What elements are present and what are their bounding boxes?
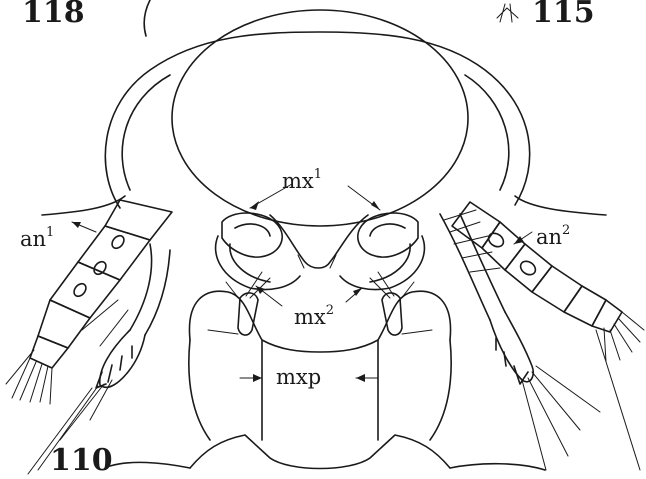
appendage-right: [440, 210, 600, 470]
label-maxilla: mx2: [294, 303, 334, 329]
small-appendage-sketch: [497, 4, 518, 22]
label-antenna: an2: [536, 223, 570, 249]
figure-number-118: 118: [22, 0, 85, 30]
maxilliped-plate: [110, 291, 545, 470]
maxilla-left: [226, 272, 270, 335]
label-antennule: an1: [20, 225, 54, 251]
antenna-left: [28, 244, 170, 474]
carapace: [42, 10, 606, 226]
figure-number-115: 115: [532, 0, 595, 30]
bracket-mark: [144, 0, 150, 36]
figure-number-110: 110: [50, 443, 113, 478]
label-maxillule: mx1: [282, 167, 322, 193]
maxilla-right: [370, 272, 414, 335]
label-maxilliped: mxp: [276, 365, 321, 389]
